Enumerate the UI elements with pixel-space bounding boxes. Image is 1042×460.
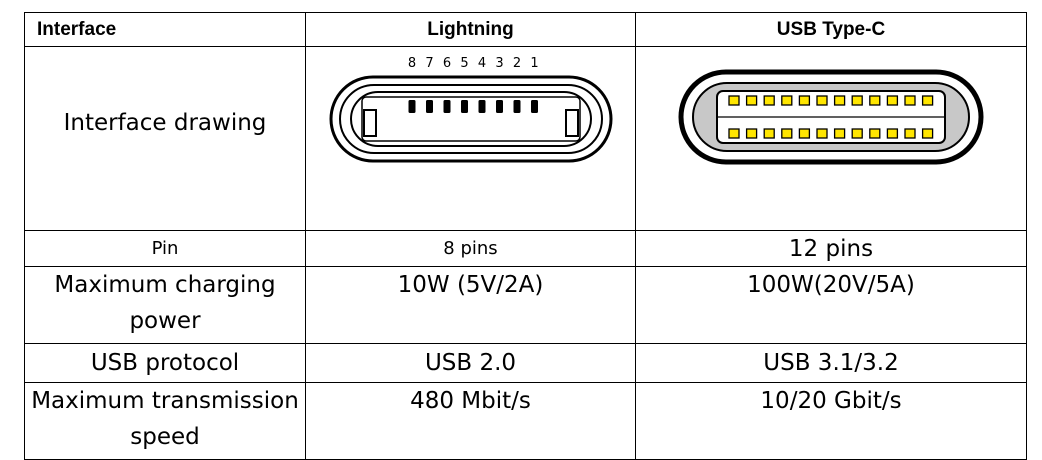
usb-c-pin (798, 128, 811, 139)
header-lightning: Lightning (305, 12, 636, 47)
pin-number-label: 6 (442, 56, 450, 71)
speed-usb-c: 10/20 Gbit/s (635, 382, 1027, 460)
lightning-pin (425, 100, 433, 113)
charging-lightning: 10W (5V/2A) (305, 266, 636, 344)
header-interface: Interface (24, 12, 306, 47)
pin-number-label: 3 (495, 56, 503, 71)
speed-lightning: 480 Mbit/s (305, 382, 636, 460)
usb-c-pin (745, 128, 758, 139)
usb-c-pin (781, 128, 793, 139)
usb-c-pin (886, 128, 899, 139)
charging-label: Maximum charging power (24, 266, 306, 344)
usb-c-pin (728, 128, 740, 139)
usb-c-pin (763, 95, 775, 106)
protocol-label: USB protocol (24, 343, 306, 383)
usb-c-pin (763, 128, 775, 139)
usb-c-pin (798, 95, 811, 106)
usb-c-connector-icon (678, 69, 984, 165)
usb-c-pin (816, 95, 828, 106)
usb-c-pin (886, 95, 899, 106)
usb-c-pin (833, 95, 846, 106)
usb-c-pin (851, 128, 863, 139)
pin-number-label: 7 (425, 56, 433, 71)
usb-c-pin (833, 128, 846, 139)
usb-c-pin (728, 95, 740, 106)
lightning-pin (478, 100, 485, 113)
speed-label: Maximum transmission speed (24, 382, 306, 460)
pin-number-label: 8 (407, 56, 415, 71)
pin-number-label: 4 (477, 56, 485, 71)
charging-row: Maximum charging power 10W (5V/2A) 100W(… (24, 266, 1027, 344)
usb-c-pin (921, 128, 934, 139)
usb-c-pin (904, 95, 916, 106)
usb-c-pin (851, 95, 863, 106)
pin-number-label: 5 (460, 56, 468, 71)
header-usb-c: USB Type-C (635, 12, 1027, 47)
pin-label: Pin (24, 230, 306, 267)
lightning-pin (495, 100, 503, 113)
protocol-usb-c: USB 3.1/3.2 (635, 343, 1027, 383)
lightning-pin (460, 100, 468, 113)
usb-c-pin (869, 95, 881, 106)
lightning-pin (530, 100, 538, 113)
pin-number-label: 2 (512, 56, 520, 71)
protocol-lightning: USB 2.0 (305, 343, 636, 383)
pin-lightning: 8 pins (305, 230, 636, 267)
usb-c-drawing-cell (635, 46, 1027, 231)
charging-usb-c: 100W(20V/5A) (635, 266, 1027, 344)
comparison-table: Interface Lightning USB Type-C Interface… (24, 12, 1027, 460)
lightning-pin (513, 100, 520, 113)
usb-c-pin (816, 128, 828, 139)
usb-c-pin (869, 128, 881, 139)
usb-c-pin (781, 95, 793, 106)
pin-usb-c: 12 pins (635, 230, 1027, 267)
speed-row: Maximum transmission speed 480 Mbit/s 10… (24, 382, 1027, 460)
header-row: Interface Lightning USB Type-C (24, 12, 1027, 47)
protocol-row: USB protocol USB 2.0 USB 3.1/3.2 (24, 343, 1027, 383)
lightning-pin (443, 100, 450, 113)
pin-number-label: 1 (530, 56, 538, 71)
usb-c-pin (904, 128, 916, 139)
lightning-pin (408, 100, 415, 113)
usb-c-pin (921, 95, 934, 106)
pin-row: Pin 8 pins 12 pins (24, 230, 1027, 267)
usb-c-pin (745, 95, 758, 106)
drawing-row-label: Interface drawing (24, 46, 306, 231)
